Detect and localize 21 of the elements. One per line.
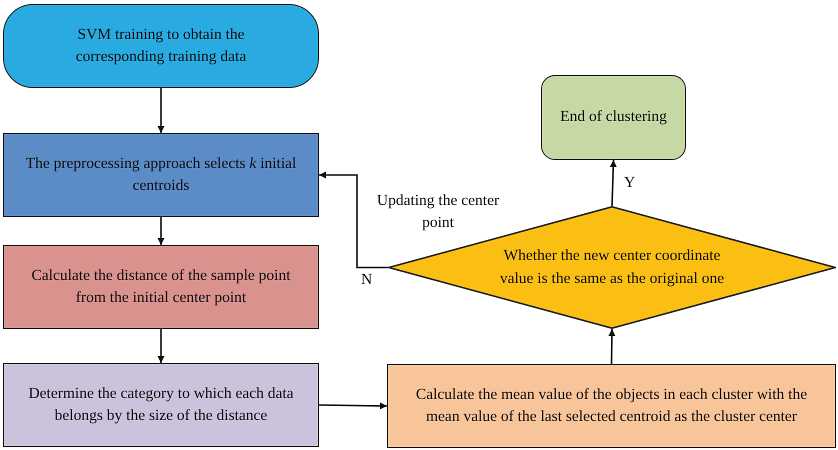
arrow (318, 402, 388, 410)
branch-note: Updating the center point (376, 191, 500, 234)
step-text: The preprocessing approach selects k initial centroids (24, 154, 298, 196)
process-box (387, 364, 836, 448)
step-text: Calculate the distance of the sample point from the initial center point (30, 266, 292, 308)
decision-text: Whether the new center coordinate value is the same as the original one (498, 246, 726, 288)
start-terminal (3, 4, 319, 88)
step-text: End of clustering (560, 107, 667, 128)
end-terminal (541, 75, 686, 160)
arrow (608, 328, 616, 364)
arrow (319, 172, 388, 268)
process-box (3, 133, 319, 217)
step-text: SVM training to obtain the corresponding training data (74, 24, 248, 67)
arrow (610, 160, 617, 206)
process-box (3, 245, 319, 329)
arrow (158, 329, 164, 363)
step-text: Determine the category to which each data belongs by the size of the distance (27, 384, 295, 426)
arrow (158, 217, 164, 245)
arrow (158, 88, 164, 133)
process-box (3, 363, 319, 447)
step-text: Calculate the mean value of the objects in each cluster with the mean value of the last selected centroid as the cluster center (414, 384, 808, 427)
